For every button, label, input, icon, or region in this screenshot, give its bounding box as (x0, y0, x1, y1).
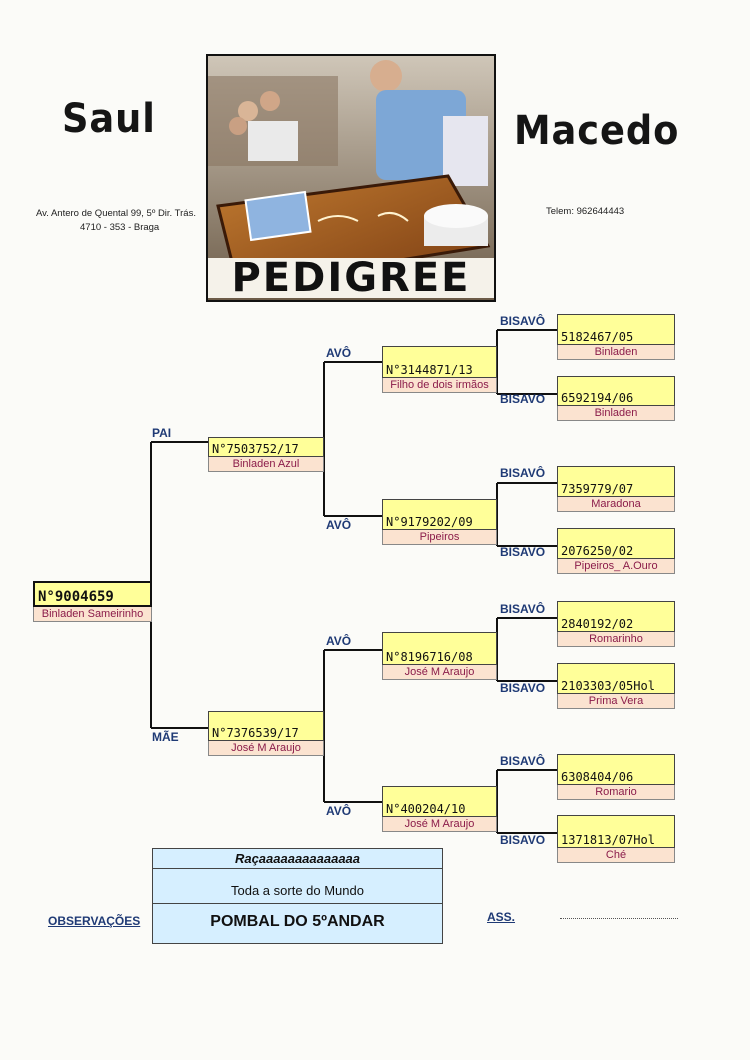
observations-line-2: Toda a sorte do Mundo (153, 869, 442, 904)
great-grandparent-ring-6: 2103303/05Hol (557, 663, 675, 694)
address-line-1: Av. Antero de Quental 99, 5º Dir. Trás. (36, 208, 196, 219)
label-grandparent-2: AVÔ (326, 518, 352, 532)
phone-number: Telem: 962644443 (546, 206, 625, 217)
great-grandparent-name-6: Prima Vera (557, 694, 675, 709)
observations-line-1: Raçaaaaaaaaaaaaaa (153, 849, 442, 869)
mother-card: N°7376539/17 José M Araujo (208, 711, 324, 756)
signature-label: ASS. (487, 910, 516, 924)
grandparent-name-2: Pipeiros (382, 530, 497, 545)
label-ggp-4: BISAVO (500, 545, 546, 559)
grandparent-name-3: José M Araujo (382, 665, 497, 680)
grandparent-name-4: José M Araujo (382, 817, 497, 832)
observations-label: OBSERVAÇÕES (48, 914, 141, 928)
label-ggp-7: BISAVÔ (500, 754, 546, 768)
grandparent-card-4: N°400204/10 José M Araujo (382, 786, 497, 832)
label-grandparent-3: AVÔ (326, 634, 352, 648)
great-grandparent-name-5: Romarinho (557, 632, 675, 647)
mother-ring: N°7376539/17 (208, 711, 324, 741)
great-grandparent-card-1: 5182467/05 Binladen (557, 314, 675, 360)
great-grandparent-ring-5: 2840192/02 (557, 601, 675, 632)
great-grandparent-name-2: Binladen (557, 406, 675, 421)
grandparent-card-2: N°9179202/09 Pipeiros (382, 499, 497, 545)
label-grandparent-1: AVÔ (326, 346, 352, 360)
great-grandparent-ring-1: 5182467/05 (557, 314, 675, 345)
subject-ring: N°9004659 (33, 581, 152, 607)
great-grandparent-card-3: 7359779/07 Maradona (557, 466, 675, 512)
label-grandparent-4: AVÔ (326, 804, 352, 818)
label-ggp-5: BISAVÔ (500, 602, 546, 616)
great-grandparent-name-7: Romario (557, 785, 675, 800)
great-grandparent-name-1: Binladen (557, 345, 675, 360)
great-grandparent-ring-3: 7359779/07 (557, 466, 675, 497)
observations-line-3: POMBAL DO 5ºANDAR (210, 913, 385, 930)
subject-card: N°9004659 Binladen Sameirinho (33, 581, 152, 622)
breeder-last-name: Macedo (514, 108, 680, 154)
great-grandparent-ring-2: 6592194/06 (557, 376, 675, 406)
great-grandparent-name-3: Maradona (557, 497, 675, 512)
great-grandparent-name-4: Pipeiros_ A.Ouro (557, 559, 675, 574)
father-name: Binladen Azul (208, 457, 324, 472)
grandparent-name-1: Filho de dois irmãos (382, 378, 497, 393)
great-grandparent-ring-7: 6308404/06 (557, 754, 675, 785)
line-gp1-ggp (496, 329, 557, 395)
grandparent-card-3: N°8196716/08 José M Araujo (382, 632, 497, 680)
address-line-2: 4710 - 353 - Braga (80, 222, 160, 233)
grandparent-ring-2: N°9179202/09 (382, 499, 497, 530)
great-grandparent-card-2: 6592194/06 Binladen (557, 376, 675, 421)
label-ggp-3: BISAVÔ (500, 466, 546, 480)
great-grandparent-card-5: 2840192/02 Romarinho (557, 601, 675, 647)
grandparent-ring-3: N°8196716/08 (382, 632, 497, 665)
mother-name: José M Araujo (208, 741, 324, 756)
line-parents-stubs (151, 441, 208, 729)
label-ggp-8: BISAVO (500, 833, 546, 847)
label-mother: MÃE (152, 730, 179, 744)
signature-line[interactable] (560, 918, 678, 919)
line-gp4-ggp (496, 769, 557, 834)
grandparent-ring-1: N°3144871/13 (382, 346, 497, 378)
great-grandparent-card-6: 2103303/05Hol Prima Vera (557, 663, 675, 709)
breeder-photo: PEDIGREE (206, 54, 496, 302)
label-ggp-2: BISAVO (500, 392, 546, 406)
grandparent-ring-4: N°400204/10 (382, 786, 497, 817)
line-gp2-ggp (496, 482, 557, 547)
great-grandparent-card-8: 1371813/07Hol Ché (557, 815, 675, 863)
grandparent-card-1: N°3144871/13 Filho de dois irmãos (382, 346, 497, 393)
line-mother-grandparent-stubs (324, 649, 382, 803)
pedigree-banner: PEDIGREE (208, 258, 494, 298)
line-father-grandparent-stubs (324, 361, 382, 517)
great-grandparent-ring-8: 1371813/07Hol (557, 815, 675, 848)
line-gp3-ggp (496, 617, 557, 682)
observations-box: Raçaaaaaaaaaaaaaa Toda a sorte do Mundo … (152, 848, 443, 944)
great-grandparent-card-4: 2076250/02 Pipeiros_ A.Ouro (557, 528, 675, 574)
subject-name: Binladen Sameirinho (33, 607, 152, 622)
father-ring: N°7503752/17 (208, 437, 324, 457)
great-grandparent-card-7: 6308404/06 Romario (557, 754, 675, 800)
great-grandparent-name-8: Ché (557, 848, 675, 863)
great-grandparent-ring-4: 2076250/02 (557, 528, 675, 559)
breeder-first-name: Saul (62, 96, 156, 142)
label-ggp-6: BISAVO (500, 681, 546, 695)
label-father: PAI (152, 426, 172, 440)
father-card: N°7503752/17 Binladen Azul (208, 437, 324, 472)
label-ggp-1: BISAVÔ (500, 314, 546, 328)
